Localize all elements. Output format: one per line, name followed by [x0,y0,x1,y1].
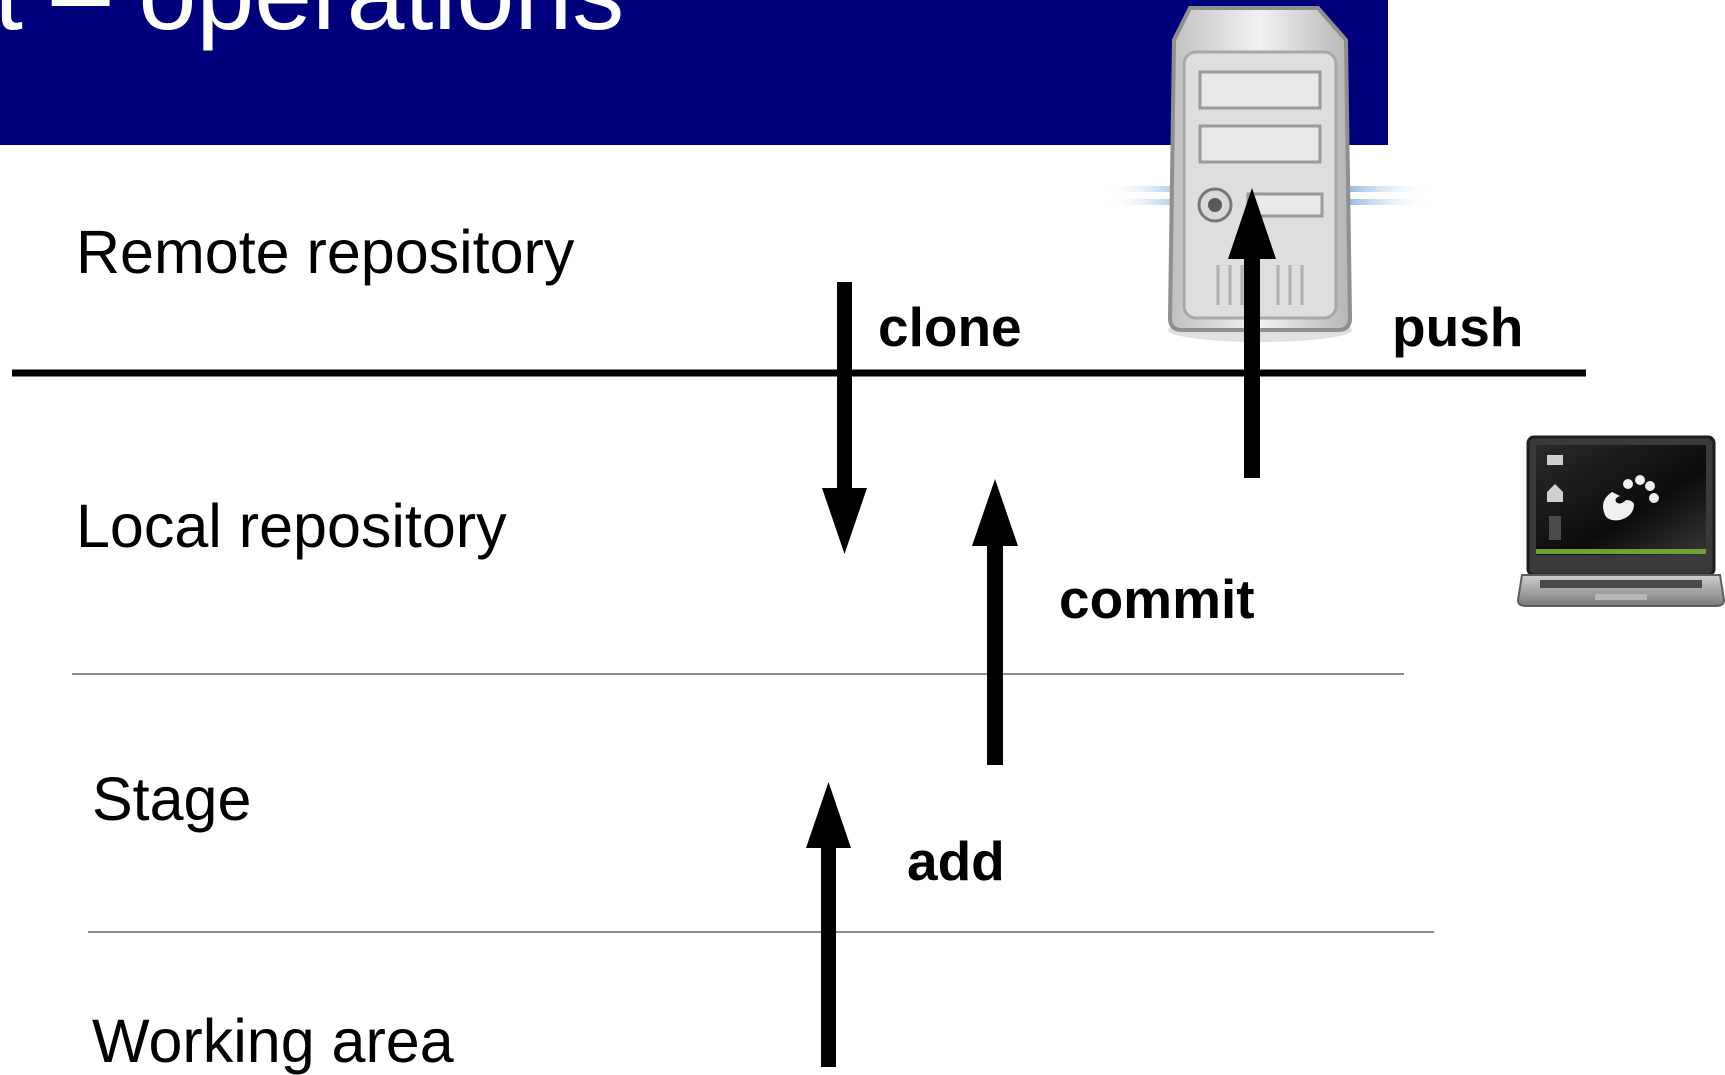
stage-label: Stage [92,765,252,833]
commit-label: commit [1059,568,1255,630]
add-label: add [907,830,1005,892]
remote-repository-label: Remote repository [76,218,575,286]
working-area-label: Working area [92,1007,454,1075]
clone-label: clone [878,296,1022,358]
clone-arrow [822,282,867,554]
slide-title: t – operations [0,0,624,46]
title-bar: t – operations [0,0,1388,145]
push-label: push [1392,296,1524,358]
local-repository-label: Local repository [76,492,507,560]
commit-arrow [972,479,1018,765]
add-arrow [806,782,851,1067]
